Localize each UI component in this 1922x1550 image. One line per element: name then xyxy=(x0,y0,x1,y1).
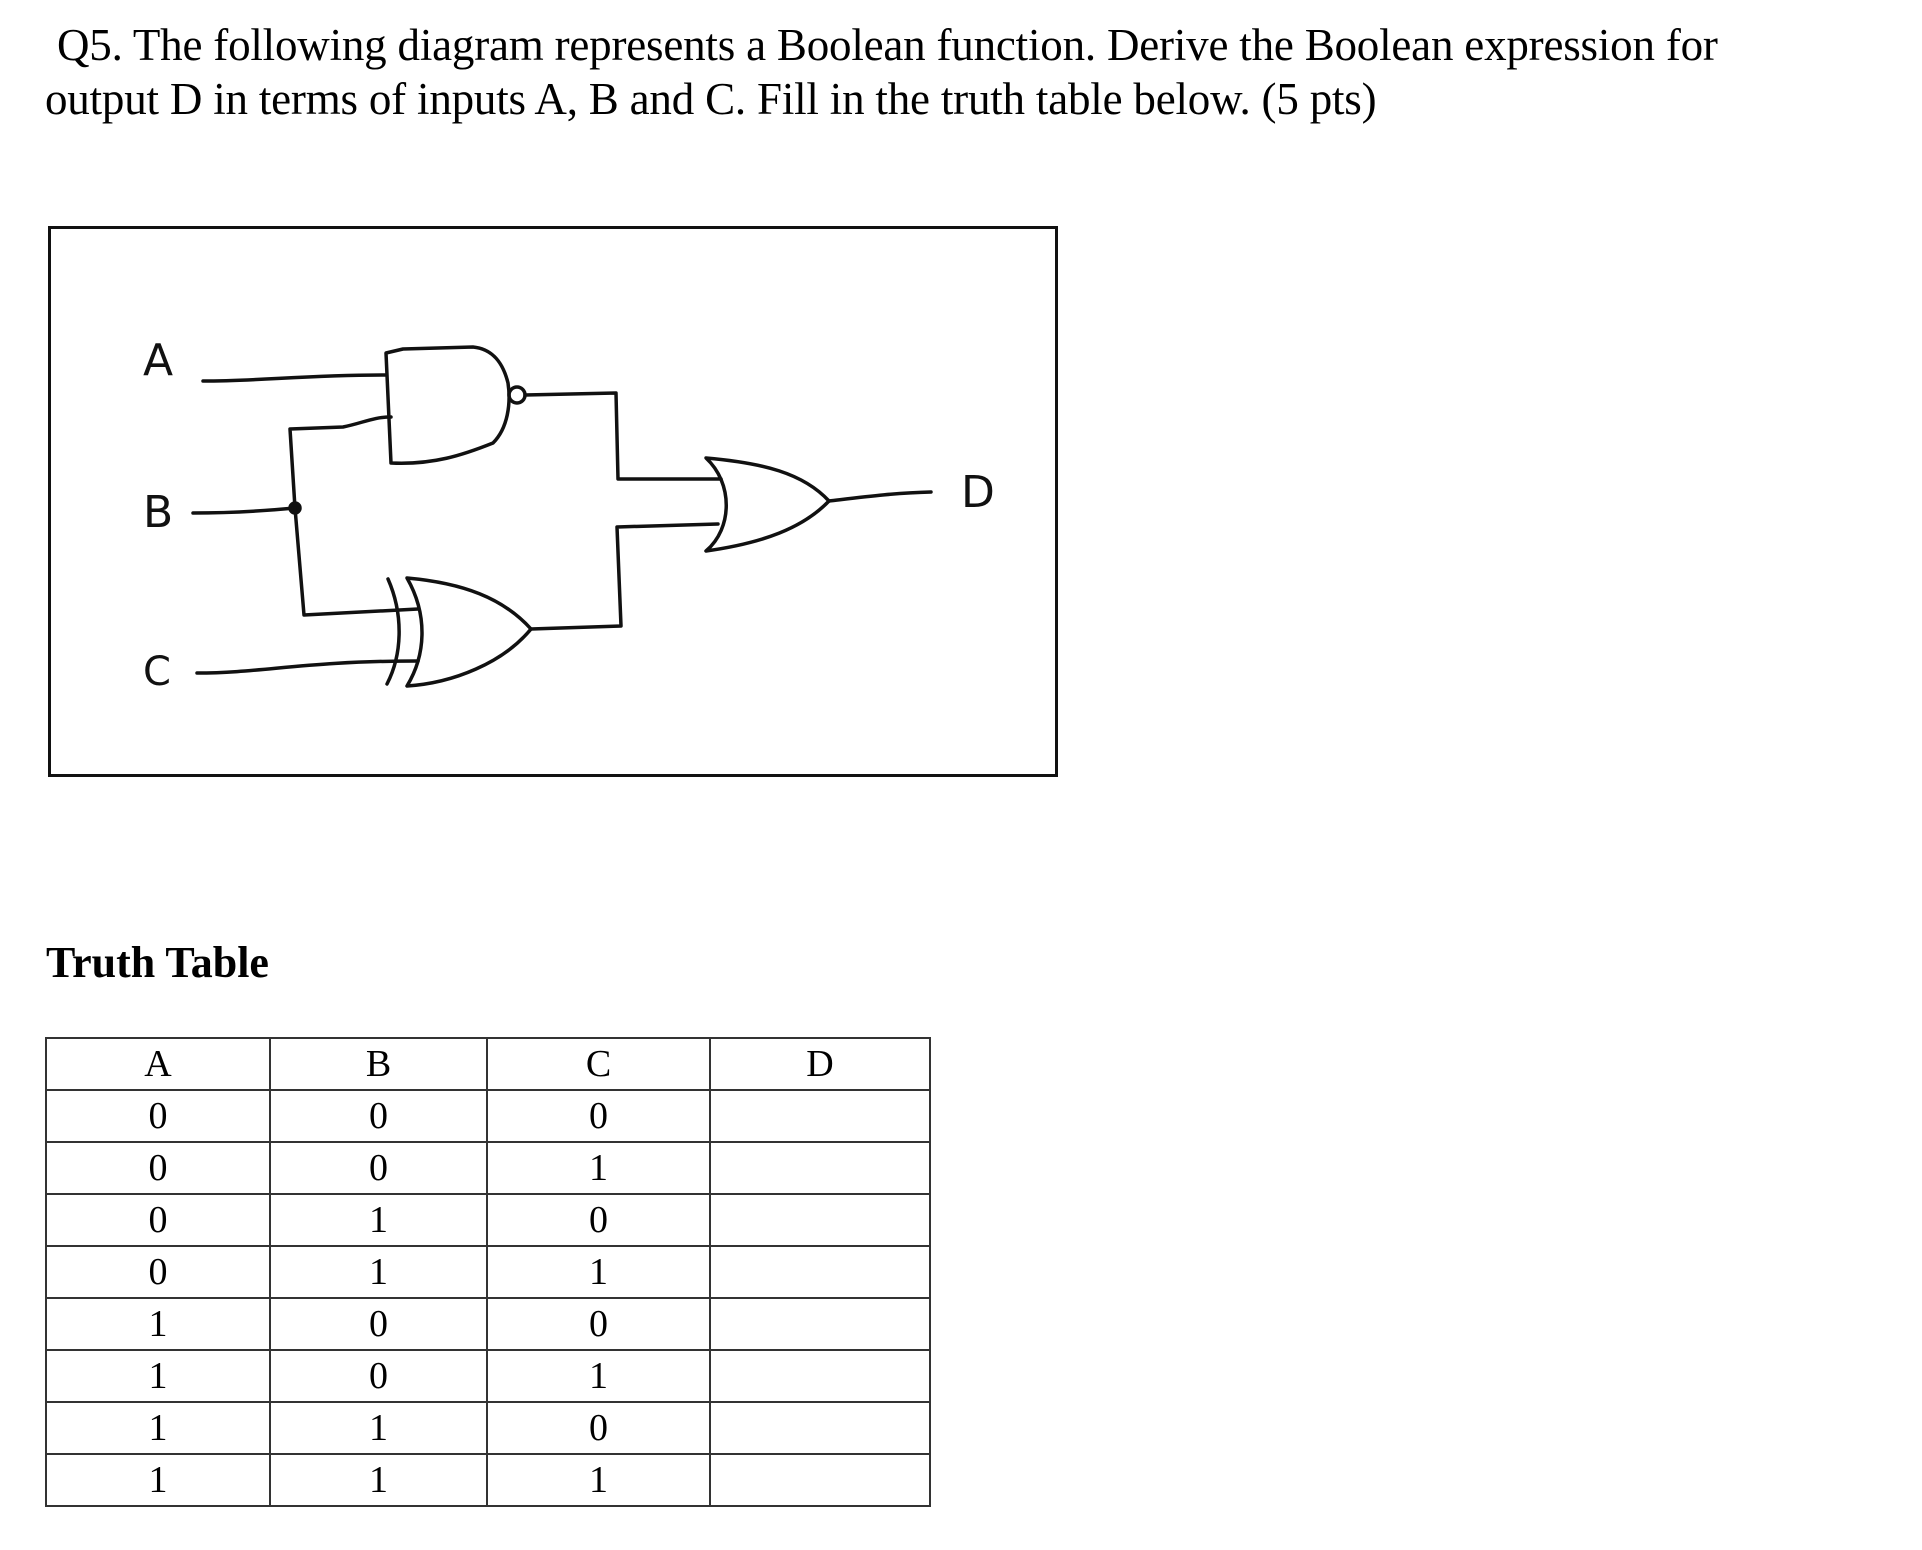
cell-a: 0 xyxy=(45,1245,271,1299)
truth-table-title: Truth Table xyxy=(46,938,269,987)
cell-b: 1 xyxy=(269,1245,488,1299)
table-row: 0 0 0 xyxy=(45,1089,931,1143)
cell-c: 0 xyxy=(486,1089,711,1143)
nand-gate xyxy=(384,345,527,466)
cell-c: 1 xyxy=(486,1245,711,1299)
circuit-svg: A B C D xyxy=(143,335,995,695)
header-b: B xyxy=(269,1037,488,1091)
cell-b: 0 xyxy=(269,1141,488,1195)
question-line-2: output D in terms of inputs A, B and C. … xyxy=(45,74,1377,124)
cell-d-answer[interactable] xyxy=(709,1401,931,1455)
cell-a: 1 xyxy=(45,1401,271,1455)
cell-b: 1 xyxy=(269,1401,488,1455)
cell-c: 1 xyxy=(486,1349,711,1403)
cell-d-answer[interactable] xyxy=(709,1349,931,1403)
input-label-b: B xyxy=(143,487,173,538)
question-text: Q5. The following diagram represents a B… xyxy=(45,18,1865,126)
wire-b-to-xor xyxy=(293,506,420,617)
output-label-d: D xyxy=(961,467,995,518)
cell-a: 1 xyxy=(45,1349,271,1403)
cell-d-answer[interactable] xyxy=(709,1141,931,1195)
cell-b: 1 xyxy=(269,1453,488,1507)
wire-a xyxy=(201,373,388,383)
header-a: A xyxy=(45,1037,271,1091)
input-label-c: C xyxy=(143,649,171,695)
table-row: 0 1 0 xyxy=(45,1193,931,1247)
cell-b: 1 xyxy=(269,1193,488,1247)
table-row: 0 1 1 xyxy=(45,1245,931,1299)
header-c: C xyxy=(486,1037,711,1091)
cell-b: 0 xyxy=(269,1349,488,1403)
header-d: D xyxy=(709,1037,931,1091)
table-row: 1 1 0 xyxy=(45,1401,931,1455)
cell-b: 0 xyxy=(269,1089,488,1143)
input-label-a: A xyxy=(143,335,173,386)
cell-a: 1 xyxy=(45,1453,271,1507)
cell-d-answer[interactable] xyxy=(709,1297,931,1351)
or-gate xyxy=(704,456,831,553)
cell-a: 0 xyxy=(45,1089,271,1143)
cell-a: 0 xyxy=(45,1141,271,1195)
nand-bubble xyxy=(507,385,527,405)
cell-a: 1 xyxy=(45,1297,271,1351)
table-row: 0 0 1 xyxy=(45,1141,931,1195)
table-row: 1 0 0 xyxy=(45,1297,931,1351)
wire-nand-out xyxy=(523,391,723,481)
question-line-1: Q5. The following diagram represents a B… xyxy=(57,20,1718,70)
wire-c xyxy=(195,659,420,675)
cell-c: 0 xyxy=(486,1297,711,1351)
wire-xor-out xyxy=(529,522,720,631)
wire-b xyxy=(191,506,297,515)
table-row: 1 1 1 xyxy=(45,1453,931,1507)
cell-d-answer[interactable] xyxy=(709,1453,931,1507)
cell-d-answer[interactable] xyxy=(709,1245,931,1299)
cell-c: 1 xyxy=(486,1453,711,1507)
cell-c: 0 xyxy=(486,1401,711,1455)
cell-b: 0 xyxy=(269,1297,488,1351)
wire-b-to-nand xyxy=(288,415,393,510)
cell-d-answer[interactable] xyxy=(709,1193,931,1247)
cell-d-answer[interactable] xyxy=(709,1089,931,1143)
table-header-row: A B C D xyxy=(45,1037,931,1091)
logic-circuit-diagram: A B C D xyxy=(48,226,1058,777)
wire-d-out xyxy=(827,490,933,503)
cell-c: 0 xyxy=(486,1193,711,1247)
cell-a: 0 xyxy=(45,1193,271,1247)
truth-table: A B C D 0 0 0 0 0 1 0 1 0 0 1 1 xyxy=(45,1037,931,1507)
table-row: 1 0 1 xyxy=(45,1349,931,1403)
cell-c: 1 xyxy=(486,1141,711,1195)
xor-gate xyxy=(385,576,533,688)
